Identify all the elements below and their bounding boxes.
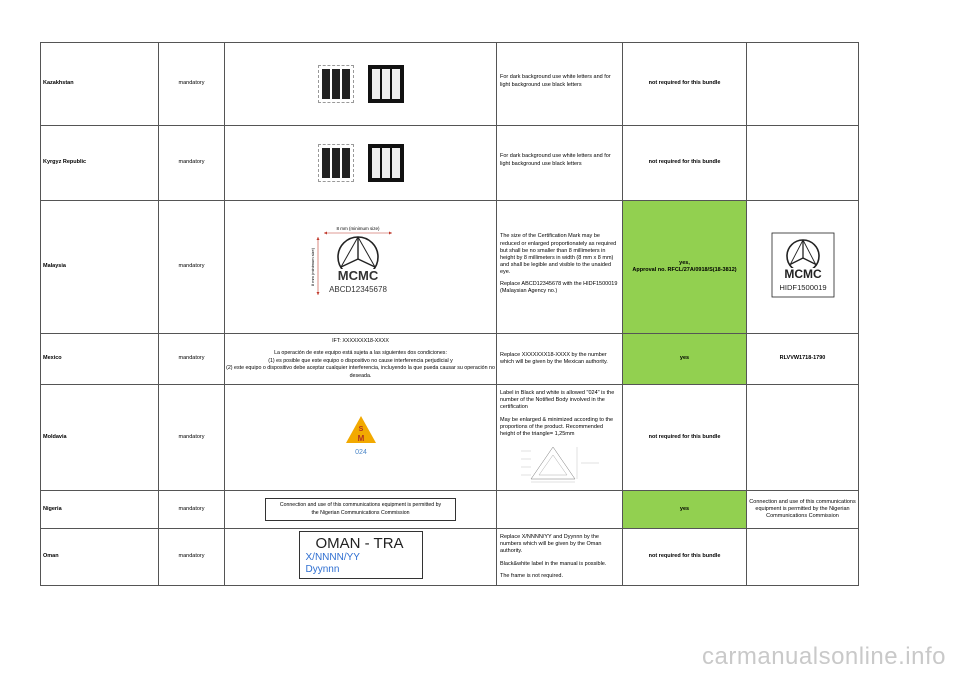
requirement-cell: mandatory bbox=[158, 125, 225, 201]
notes-cell bbox=[496, 490, 623, 529]
example-cell bbox=[746, 125, 859, 201]
mcmc-label-icon: 8 mm (minimum size) 8 mm (minimum size) … bbox=[310, 226, 392, 296]
status-cell: yes, Approval no. RFCL/27A/0918/S(18-381… bbox=[622, 200, 747, 334]
requirement-cell: mandatory bbox=[158, 528, 225, 586]
example-cell bbox=[746, 528, 859, 586]
example-cell bbox=[746, 384, 859, 491]
country-cell: Mexico bbox=[40, 333, 159, 385]
height-caption: 8 mm (minimum size) bbox=[310, 248, 315, 287]
country-cell: Malaysia bbox=[40, 200, 159, 334]
country-cell: Oman bbox=[40, 528, 159, 586]
status-cell: not required for this bundle bbox=[622, 125, 747, 201]
watermark: carmanualsonline.info bbox=[702, 643, 946, 670]
notes-cell: Replace XXXXXXX18-XXXX by the number whi… bbox=[496, 333, 623, 385]
example-cell: MCMC HIDF1500019 bbox=[746, 200, 859, 334]
label-cell bbox=[224, 42, 497, 126]
table-row: Moldavia mandatory S M 024 Label in Blac… bbox=[40, 384, 859, 491]
example-cell: Connection and use of this communication… bbox=[746, 490, 859, 529]
label-cell: 8 mm (minimum size) 8 mm (minimum size) … bbox=[224, 200, 497, 334]
country-cell: Kazakhstan bbox=[40, 42, 159, 126]
triangle-dimension-diagram-icon bbox=[520, 446, 599, 483]
country-cell: Kyrgyz Republic bbox=[40, 125, 159, 201]
example-cell bbox=[746, 42, 859, 126]
requirement-cell: mandatory bbox=[158, 42, 225, 126]
nigeria-label: Connection and use of this communication… bbox=[265, 498, 456, 521]
certification-table: Kazakhstan mandatory For dark background… bbox=[40, 42, 859, 586]
requirement-cell: mandatory bbox=[158, 490, 225, 529]
notes-cell: The size of the Certification Mark may b… bbox=[496, 200, 623, 334]
mcmc-brand: MCMC bbox=[337, 268, 378, 283]
label-cell: Connection and use of this communication… bbox=[224, 490, 497, 529]
table-row: Oman mandatory OMAN - TRA X/NNNN/YY Dyyn… bbox=[40, 528, 859, 586]
table-row: Mexico mandatory IFT: XXXXXXX18-XXXX La … bbox=[40, 333, 859, 385]
requirement-cell: mandatory bbox=[158, 200, 225, 334]
eac-mark-light-icon bbox=[317, 65, 354, 103]
table-row: Nigeria mandatory Connection and use of … bbox=[40, 490, 859, 529]
requirement-cell: mandatory bbox=[158, 384, 225, 491]
eac-mark-dark-icon bbox=[367, 65, 404, 103]
sm-conformity-mark-icon: S M 024 bbox=[345, 415, 376, 456]
status-cell: yes bbox=[622, 333, 747, 385]
mcmc-example-code: HIDF1500019 bbox=[779, 283, 826, 292]
eac-mark-light-icon bbox=[317, 144, 354, 182]
label-cell bbox=[224, 125, 497, 201]
label-cell: IFT: XXXXXXX18-XXXX La operación de este… bbox=[224, 333, 497, 385]
status-cell: not required for this bundle bbox=[622, 42, 747, 126]
country-cell: Moldavia bbox=[40, 384, 159, 491]
table-row: Malaysia mandatory 8 mm (minimum size) 8… bbox=[40, 200, 859, 334]
example-cell: RLVVW1718-1790 bbox=[746, 333, 859, 385]
table-row: Kyrgyz Republic mandatory For dark backg… bbox=[40, 125, 859, 201]
label-cell: S M 024 bbox=[224, 384, 497, 491]
svg-text:S: S bbox=[358, 426, 363, 433]
country-cell: Nigeria bbox=[40, 490, 159, 529]
eac-mark-dark-icon bbox=[367, 144, 404, 182]
status-cell: yes bbox=[622, 490, 747, 529]
mexico-label: IFT: XXXXXXX18-XXXX La operación de este… bbox=[226, 337, 495, 379]
oman-code: X/NNNN/YY Dyynnn bbox=[305, 552, 360, 576]
oman-label: OMAN - TRA X/NNNN/YY Dyynnn bbox=[298, 531, 423, 580]
mcmc-code: ABCD12345678 bbox=[329, 285, 387, 294]
oman-title: OMAN - TRA bbox=[315, 535, 404, 553]
status-cell: not required for this bundle bbox=[622, 528, 747, 586]
notes-cell: Replace X/NNNN/YY and Dyynnn by the numb… bbox=[496, 528, 623, 586]
svg-text:M: M bbox=[357, 434, 364, 443]
label-cell: OMAN - TRA X/NNNN/YY Dyynnn bbox=[224, 528, 497, 586]
mcmc-example-icon: MCMC HIDF1500019 bbox=[771, 233, 834, 298]
requirement-cell: mandatory bbox=[158, 333, 225, 385]
sm-code: 024 bbox=[355, 449, 367, 456]
notes-cell: For dark background use white letters an… bbox=[496, 125, 623, 201]
mcmc-example-brand: MCMC bbox=[784, 267, 822, 281]
notes-cell: Label in Black and white is allowed "024… bbox=[496, 384, 623, 491]
status-cell: not required for this bundle bbox=[622, 384, 747, 491]
width-caption: 8 mm (minimum size) bbox=[336, 226, 380, 231]
table-row: Kazakhstan mandatory For dark background… bbox=[40, 42, 859, 126]
notes-cell: For dark background use white letters an… bbox=[496, 42, 623, 126]
